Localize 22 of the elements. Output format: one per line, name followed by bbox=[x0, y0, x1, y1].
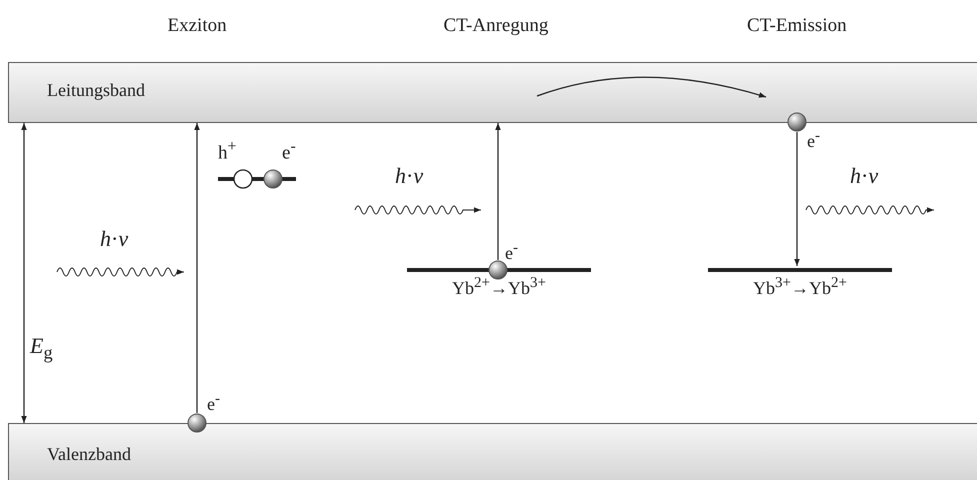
energy-band bbox=[8, 423, 977, 480]
arrow bbox=[495, 123, 501, 260]
level-label: Yb$^{3+}$→Yb$^{2+}$ bbox=[752, 275, 848, 299]
electron-label: e$^{-}$ bbox=[505, 240, 518, 264]
band-label: Leitungsband bbox=[47, 80, 145, 101]
electron-label: e$^{-}$ bbox=[207, 391, 220, 415]
column-heading: CT-Emission bbox=[747, 15, 847, 37]
band-label: Valenzband bbox=[47, 444, 131, 465]
photon-label: h·ν bbox=[395, 163, 424, 189]
edge-label: E$_{g}$ bbox=[30, 333, 53, 364]
arrow bbox=[794, 132, 800, 266]
photon-label: h·ν bbox=[100, 226, 128, 252]
column-heading: CT-Anregung bbox=[444, 15, 548, 37]
arrow bbox=[21, 123, 27, 423]
photon-label: h·ν bbox=[850, 163, 878, 189]
hole-label: h$^{+}$ bbox=[218, 138, 236, 164]
arrow bbox=[194, 123, 200, 413]
electron-label: e$^{-}$ bbox=[282, 138, 296, 164]
electron-label: e$^{-}$ bbox=[807, 128, 820, 152]
energy-band bbox=[8, 62, 977, 123]
level-label: Yb$^{2+}$→Yb$^{3+}$ bbox=[451, 275, 547, 299]
column-heading: Exziton bbox=[168, 15, 227, 37]
